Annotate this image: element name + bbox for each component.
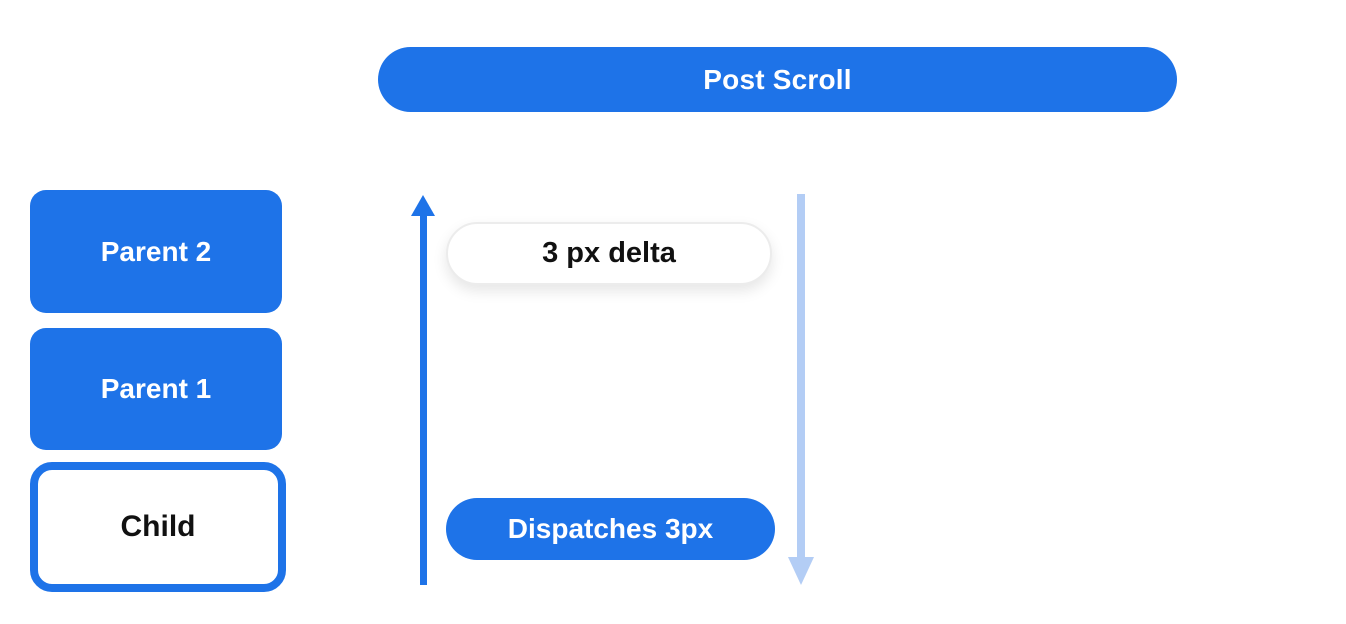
parent2-box: Parent 2 — [30, 190, 282, 313]
up-arrow-shaft — [420, 212, 427, 585]
dispatch-pill: Dispatches 3px — [446, 498, 775, 560]
up-arrow-head — [411, 195, 435, 216]
child-box: Child — [30, 462, 286, 592]
parent1-box: Parent 1 — [30, 328, 282, 450]
post-scroll-banner: Post Scroll — [378, 47, 1177, 112]
delta-pill: 3 px delta — [446, 222, 772, 285]
down-arrow-shaft — [797, 194, 805, 558]
down-arrow-head — [788, 557, 814, 585]
